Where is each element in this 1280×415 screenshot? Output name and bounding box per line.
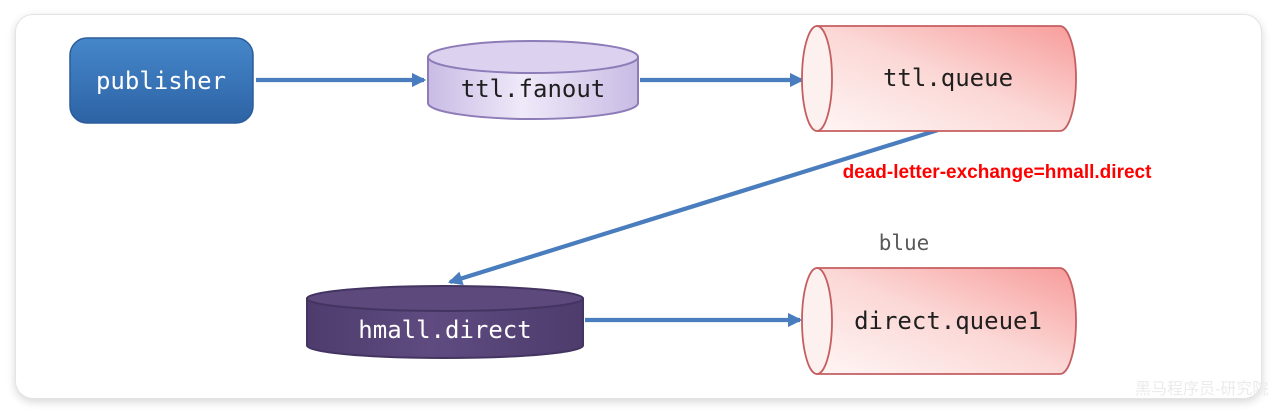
arrow-ttl-queue-to-hmall-direct <box>447 127 939 286</box>
hmall-direct-label: hmall.direct <box>358 316 532 344</box>
ttl-queue-cylinder-opening <box>801 25 833 132</box>
ttl-fanout-cylinder-body <box>427 56 639 120</box>
direct-queue1-cylinder-body <box>816 267 1077 375</box>
ttl-queue-cylinder-body <box>816 25 1077 132</box>
ttl-fanout-cylinder-top <box>427 40 639 74</box>
ttl-fanout-label: ttl.fanout <box>460 75 606 103</box>
ttl-queue-label: ttl.queue <box>882 64 1014 92</box>
hmall-direct-cylinder-top <box>306 285 584 312</box>
publisher-label: publisher <box>95 67 227 95</box>
routing-key-annotation: blue <box>878 231 930 255</box>
watermark-text: 黑马程序员-研究院 <box>1135 381 1269 398</box>
direct-queue1-label: direct.queue1 <box>854 307 1042 335</box>
direct-queue1-cylinder-opening <box>801 267 833 375</box>
hmall-direct-cylinder-body <box>306 297 584 359</box>
dead-letter-exchange-annotation: dead-letter-exchange=hmall.direct <box>842 162 1152 183</box>
publisher-node <box>69 37 254 124</box>
